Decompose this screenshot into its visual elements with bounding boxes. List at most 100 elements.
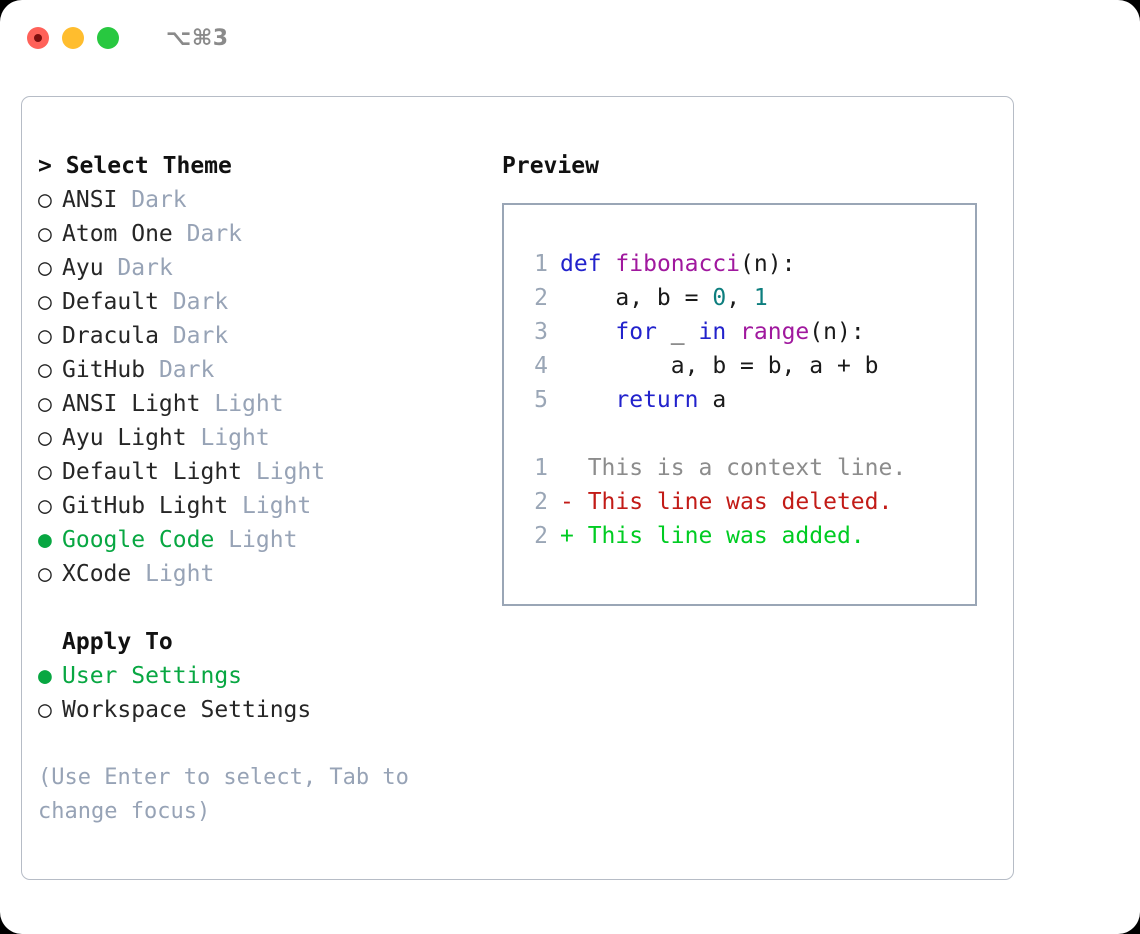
radio-unselected-icon: ○ [38, 255, 52, 281]
theme-option-name: ANSI Light [62, 391, 201, 417]
theme-option-gap [159, 319, 173, 353]
code-token-fn: range [740, 319, 810, 345]
code-token-kw: in [698, 319, 727, 345]
theme-option-gap [242, 455, 256, 489]
code-token-num: 0 [712, 285, 727, 311]
apply-to-option-list[interactable]: ●User Settings○Workspace Settings [38, 659, 478, 727]
theme-option-variant: Light [214, 391, 284, 417]
theme-option-variant: Dark [131, 187, 187, 213]
diff-line: 2 + This line was added. [504, 519, 975, 553]
diff-line-text-add: + This line was added. [560, 523, 865, 549]
code-token-kw: return [615, 387, 699, 413]
theme-option-variant: Dark [117, 255, 173, 281]
code-line: 3 for _ in range(n): [504, 315, 975, 349]
theme-option-google-code[interactable]: ●Google Code Light [38, 523, 478, 557]
theme-option-ayu-light[interactable]: ○Ayu Light Light [38, 421, 478, 455]
theme-option-atom-one[interactable]: ○Atom One Dark [38, 217, 478, 251]
diff-line-text-del: - This line was deleted. [560, 489, 893, 515]
theme-option-name: Atom One [62, 221, 173, 247]
code-token-plain: a, b = b, a + b [560, 353, 879, 379]
code-line-number: 3 [534, 319, 548, 345]
theme-option-xcode[interactable]: ○XCode Light [38, 557, 478, 591]
theme-option-list[interactable]: ○ANSI Dark○Atom One Dark○Ayu Dark○Defaul… [38, 183, 478, 591]
theme-option-ayu[interactable]: ○Ayu Dark [38, 251, 478, 285]
code-line: 4 a, b = b, a + b [504, 349, 975, 383]
theme-option-github[interactable]: ○GitHub Dark [38, 353, 478, 387]
code-token-plain: , [726, 285, 754, 311]
code-token-plain [726, 319, 740, 345]
diff-line-number: 1 [534, 455, 548, 481]
code-line-number: 4 [534, 353, 548, 379]
theme-option-variant: Dark [172, 323, 229, 349]
diff-line-text-ctx: This is a context line. [560, 455, 907, 481]
theme-picker-panel: > Select Theme ○ANSI Dark○Atom One Dark○… [21, 96, 1014, 880]
apply-to-option-user-settings[interactable]: ●User Settings [38, 659, 478, 693]
theme-option-github-light[interactable]: ○GitHub Light Light [38, 489, 478, 523]
minimize-button[interactable] [62, 27, 84, 49]
code-diff-separator [504, 417, 975, 451]
diff-line-number: 2 [534, 489, 548, 515]
code-line-number: 2 [534, 285, 548, 311]
diff-line-number: 2 [534, 523, 548, 549]
code-token-fn: fibonacci [615, 251, 741, 277]
radio-unselected-icon: ○ [38, 323, 52, 349]
apply-to-option-name: User Settings [62, 663, 243, 689]
theme-option-ansi-light[interactable]: ○ANSI Light Light [38, 387, 478, 421]
close-button[interactable] [27, 27, 49, 49]
code-line-text: a, b = 0, 1 [560, 281, 768, 315]
code-token-num: 1 [753, 285, 768, 311]
apply-to-option-workspace-settings[interactable]: ○Workspace Settings [38, 693, 478, 727]
apply-to-header: Apply To [62, 629, 173, 655]
theme-option-default[interactable]: ○Default Dark [38, 285, 478, 319]
theme-option-name: XCode [62, 561, 132, 587]
theme-option-name: Default Light [62, 459, 243, 485]
code-token-plain [560, 387, 615, 413]
theme-option-gap [131, 557, 145, 591]
maximize-button[interactable] [97, 27, 119, 49]
theme-selection-column: > Select Theme ○ANSI Dark○Atom One Dark○… [38, 149, 478, 829]
code-line: 5 return a [504, 383, 975, 417]
theme-option-name: Google Code [62, 527, 215, 553]
code-token-plain [560, 319, 615, 345]
code-line-number: 5 [534, 387, 548, 413]
theme-option-name: ANSI [62, 187, 118, 213]
radio-unselected-icon: ○ [38, 459, 52, 485]
radio-unselected-icon: ○ [38, 289, 52, 315]
preview-title: Preview [502, 153, 599, 179]
code-token-plain: a, b = [560, 285, 713, 311]
theme-option-gap [173, 217, 187, 251]
code-token-plain: (n): [740, 251, 796, 277]
diff-line: 2 - This line was deleted. [504, 485, 975, 519]
theme-option-ansi[interactable]: ○ANSI Dark [38, 183, 478, 217]
code-token-plain: (n): [809, 319, 865, 345]
keyboard-hint-text: (Use Enter to select, Tab to change focu… [38, 765, 423, 824]
theme-option-gap [187, 421, 201, 455]
theme-option-gap [200, 387, 214, 421]
theme-option-gap [145, 353, 159, 387]
theme-option-variant: Dark [158, 357, 215, 383]
theme-option-variant: Light [228, 527, 298, 553]
diff-sample: 1 This is a context line. 2 - This line wa… [504, 451, 975, 553]
theme-option-gap [104, 251, 118, 285]
code-line-text: return a [560, 383, 726, 417]
code-line: 2 a, b = 0, 1 [504, 281, 975, 315]
code-token-plain [602, 251, 616, 277]
code-token-kw: for [615, 319, 657, 345]
theme-option-dracula[interactable]: ○Dracula Dark [38, 319, 478, 353]
keyboard-shortcut-label: ⌥⌘3 [166, 25, 229, 51]
theme-option-gap [214, 523, 228, 557]
theme-option-variant: Light [255, 459, 326, 485]
select-theme-header: > Select Theme [38, 153, 232, 179]
title-bar: ⌥⌘3 [0, 0, 1140, 76]
theme-option-name: GitHub Light [62, 493, 229, 519]
list-spacer [38, 591, 478, 625]
theme-option-default-light[interactable]: ○ Default Light Light [38, 455, 478, 489]
diff-line: 1 This is a context line. [504, 451, 975, 485]
radio-unselected-icon: ○ [38, 357, 52, 383]
radio-unselected-icon: ○ [38, 221, 52, 247]
radio-unselected-icon: ○ [38, 493, 52, 519]
code-token-plain: a [698, 387, 727, 413]
